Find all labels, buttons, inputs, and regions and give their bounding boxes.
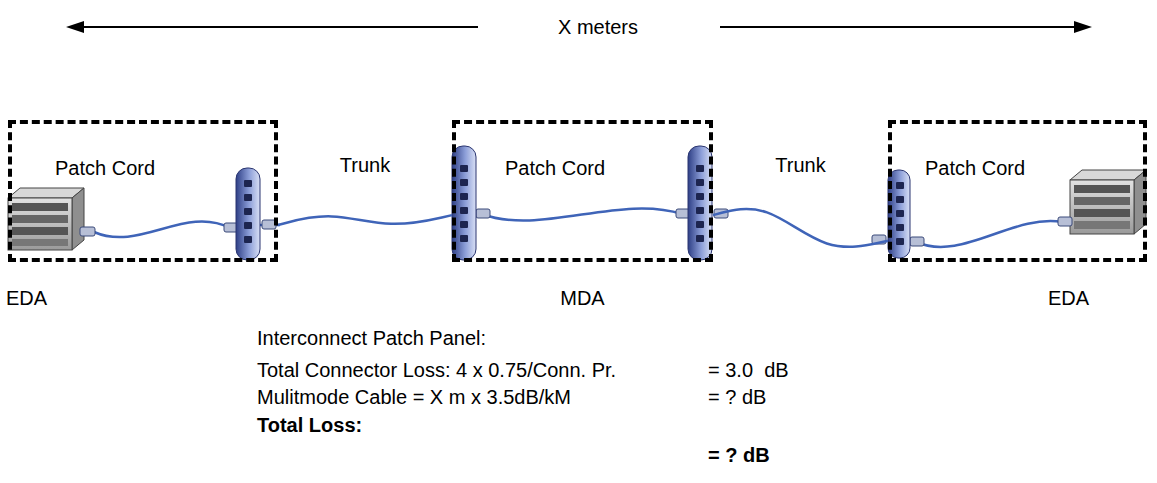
- panel-port: [244, 208, 252, 215]
- panel-port: [896, 238, 904, 245]
- panel-port: [696, 207, 704, 214]
- panel-port: [896, 196, 904, 203]
- panel-port: [696, 165, 704, 172]
- area-name: EDA: [6, 286, 47, 310]
- loss-calculation: Total Connector Loss: 4 x 0.75/Conn. Pr.: [257, 358, 616, 382]
- panel-port: [460, 207, 468, 214]
- panel-port: [244, 236, 252, 243]
- area-name: MDA: [560, 286, 604, 310]
- panel-port: [244, 194, 252, 201]
- loss-calculation: = ? dB: [708, 385, 766, 409]
- cable-label: Trunk: [775, 153, 825, 177]
- panel-port: [696, 193, 704, 200]
- panel-port: [460, 179, 468, 186]
- loss-calculation: Interconnect Patch Panel:: [257, 326, 486, 350]
- panel-port: [696, 221, 704, 228]
- panel-port: [460, 165, 468, 172]
- panel-port: [896, 210, 904, 217]
- box-title: Patch Cord: [925, 156, 1025, 180]
- loss-calculation: = 3.0 dB: [708, 358, 789, 382]
- panel-port: [896, 224, 904, 231]
- box-title: Patch Cord: [55, 156, 155, 180]
- panel-port: [696, 179, 704, 186]
- panel-port: [460, 193, 468, 200]
- area-name: EDA: [1048, 286, 1089, 310]
- panel-port: [896, 182, 904, 189]
- panel-port: [696, 235, 704, 242]
- area-box: Patch CordEDA: [888, 120, 1147, 262]
- panel-port: [460, 235, 468, 242]
- patch-panel: [236, 146, 910, 260]
- loss-calculation: = ? dB: [708, 443, 770, 467]
- box-title: Patch Cord: [505, 156, 605, 180]
- area-box: Patch CordMDA: [452, 120, 713, 262]
- cable-label: Trunk: [340, 153, 390, 177]
- area-box: Patch CordEDA: [8, 120, 278, 262]
- trunk-cable: [278, 215, 452, 225]
- connector-plug: [80, 209, 1072, 246]
- panel-port: [244, 180, 252, 187]
- loss-calculation: Mulitmode Cable = X m x 3.5dB/kM: [257, 385, 571, 409]
- equipment-rack: [1070, 170, 1146, 234]
- trunk-cable: [713, 209, 888, 247]
- loss-calculation: Total Loss:: [257, 413, 362, 437]
- panel-port: [244, 222, 252, 229]
- panel-port: [460, 221, 468, 228]
- dimension-label: X meters: [552, 15, 644, 39]
- equipment-rack: [8, 188, 84, 250]
